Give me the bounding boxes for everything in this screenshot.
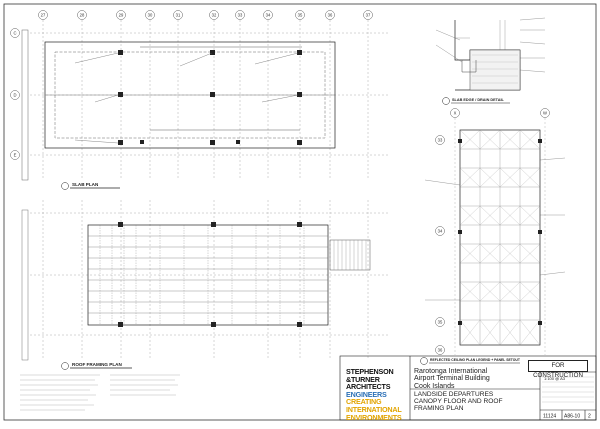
grid-label: 33 (438, 138, 443, 143)
grid-label: 33 (238, 13, 243, 18)
firm-line: CREATING (346, 397, 382, 407)
firm-line: ENVIRONMENTS (346, 412, 402, 422)
general-notes (20, 374, 180, 411)
grid-label: 31 (176, 13, 181, 18)
scale-value: 1:100 @ A3 (544, 376, 566, 381)
roof-framing-plan (21, 200, 390, 361)
drain-detail (435, 17, 546, 91)
drain-detail-title-marker: SLAB EDGE / DRAIN DETAIL (442, 97, 510, 105)
drawing-number: A86-10 (564, 414, 580, 420)
project-line: Cook Islands (414, 382, 455, 390)
grid-bubbles-left: C D E (10, 28, 20, 160)
grid-label: W (543, 111, 547, 116)
grid-label: 34 (438, 229, 443, 234)
firm-logo: STEPHENSON &TURNER ARCHITECTS ENGINEERS … (346, 368, 408, 421)
grid-label: 37 (366, 13, 371, 18)
ceiling-plan-title: REFLECTED CEILING PLAN LEGEND + PANEL SE… (430, 358, 521, 362)
job-number: 11124 (543, 414, 556, 420)
grid-bubbles-top: 27 28 29 30 31 32 33 34 35 36 37 (38, 10, 373, 20)
firm-line: ARCHITECTS (346, 382, 391, 392)
title-line: FRAMING PLAN (414, 405, 464, 413)
revision-number: 2 (588, 414, 591, 420)
project-name: Rarotonga International Airport Terminal… (414, 368, 539, 390)
grid-label: D (13, 93, 16, 98)
grid-label: 35 (298, 13, 303, 18)
grid-label: 36 (328, 13, 333, 18)
project-line: Rarotonga International (414, 368, 488, 375)
ceiling-plan (424, 118, 566, 355)
sheet-border (3, 3, 597, 421)
project-line: Airport Terminal Building (414, 375, 490, 383)
slab-plan-title: SLAB PLAN (72, 182, 99, 187)
grid-label: 34 (266, 13, 271, 18)
firm-line: STEPHENSON (346, 367, 394, 376)
firm-line: &TURNER (346, 374, 380, 384)
title-line: LANDSIDE DEPARTURES (414, 391, 494, 398)
grid-label: 30 (148, 13, 153, 18)
grid-label: X (454, 111, 457, 116)
grid-label: C (13, 31, 16, 36)
drain-detail-title: SLAB EDGE / DRAIN DETAIL (452, 98, 505, 102)
grid-label: 36 (438, 348, 443, 353)
ceiling-plan-title-marker: REFLECTED CEILING PLAN LEGEND + PANEL SE… (420, 357, 521, 365)
ceiling-grid-bubbles: 33 34 35 36 X W (435, 108, 550, 355)
firm-line: INTERNATIONAL (346, 404, 402, 414)
drawing-title: LANDSIDE DEPARTURES CANOPY FLOOR AND ROO… (414, 391, 539, 413)
slab-plan (21, 20, 390, 181)
grid-label: E (14, 153, 17, 158)
grid-label: 27 (41, 13, 46, 18)
firm-line: ENGINEERS (346, 389, 387, 399)
grid-label: 29 (119, 13, 124, 18)
title-block-rows (542, 376, 594, 403)
title-block-frame (339, 355, 597, 421)
grid-label: 35 (438, 320, 443, 325)
roof-plan-title-marker: ROOF FRAMING PLAN (61, 362, 132, 370)
slab-plan-title-marker: SLAB PLAN (61, 182, 120, 190)
grid-label: 32 (212, 13, 217, 18)
grid-label: 28 (80, 13, 85, 18)
roof-plan-title: ROOF FRAMING PLAN (72, 362, 122, 367)
title-line: CANOPY FLOOR AND ROOF (414, 398, 503, 406)
construction-status: FOR CONSTRUCTION (528, 360, 588, 379)
